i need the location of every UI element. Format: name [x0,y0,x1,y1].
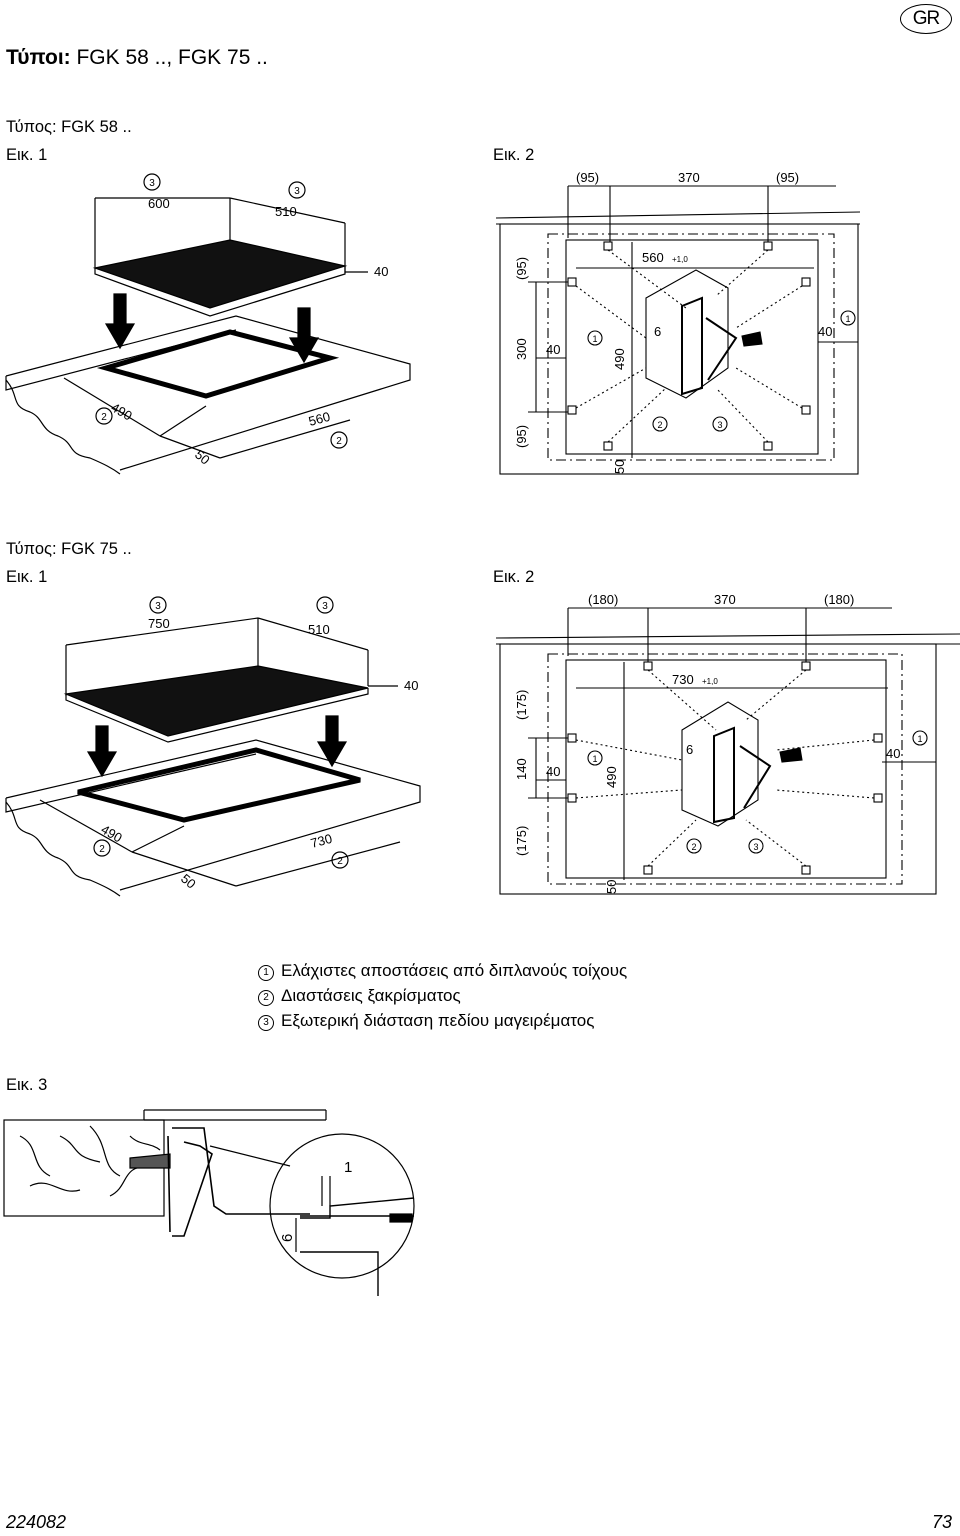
fig2-side-top: (175) [514,690,529,720]
fig1-height: 40 [374,264,388,279]
fig2-screw: 6 [654,324,661,339]
fig1-cutout-depth: 490 [109,400,135,424]
section1-fig1-drawing: 3 3 600 510 40 490 560 50 2 2 [5,173,411,475]
fig2-wall-left: 40 [546,764,560,779]
svg-text:2: 2 [691,842,696,852]
fig1-height: 40 [404,678,418,693]
svg-text:3: 3 [294,186,300,197]
fig2-side-bot: (175) [514,826,529,856]
fig2-tolerance: +1,0 [672,255,688,264]
svg-text:1: 1 [845,314,850,324]
fig2-depth: 490 [604,766,619,788]
fig1-depth: 510 [308,622,330,637]
fig2-side-top: (95) [514,257,529,280]
fig1-width: 600 [148,196,170,211]
doc-number: 224082 [6,1512,67,1532]
section1-fig2-drawing: (95) 370 (95) 560 +1,0 (95) 300 (95) 490… [496,170,861,475]
section1-heading: Τύπος: FGK 58 .. [6,118,132,136]
fig2-top-left: (95) [576,170,599,185]
section2-fig2-label: Εικ. 2 [493,568,535,586]
page-number: 73 [931,1512,952,1532]
svg-text:2: 2 [101,412,107,423]
svg-text:1: 1 [592,334,597,344]
legend-text: Ελάχιστες αποστάσεις από διπλανούς τοίχο… [281,961,628,980]
fig1-cutout-width: 560 [307,409,332,429]
section3-fig3-label: Εικ. 3 [6,1076,48,1094]
legend-text: Εξωτερική διάσταση πεδίου μαγειρέματος [281,1011,595,1030]
fig2-top-mid: 370 [714,592,736,607]
fig2-inner-width: 560 [642,250,664,265]
fig1-cutout-width: 730 [309,831,334,851]
svg-text:3: 3 [155,601,161,612]
legend-number: 1 [258,965,274,981]
legend-text: Διαστάσεις ξακρίσματος [281,986,461,1005]
section3-fig3-drawing: 1 6 [3,1109,415,1296]
legend: 1 Ελάχιστες αποστάσεις από διπλανούς τοίχ… [258,958,627,1033]
fig2-side-bot: (95) [514,425,529,448]
fig1-cutout-depth: 490 [99,822,125,846]
section2-heading: Τύπος: FGK 75 .. [6,540,132,558]
title-prefix: Τύποι: [6,46,71,69]
fig1-depth: 510 [275,204,297,219]
fig2-depth: 490 [612,348,627,370]
fig3-height: 6 [279,1234,296,1242]
legend-item: 1 Ελάχιστες αποστάσεις από διπλανούς τοίχ… [258,958,627,983]
svg-text:3: 3 [322,601,328,612]
svg-text:1: 1 [917,734,922,744]
fig2-inner-width: 730 [672,672,694,687]
fig2-wall-left: 40 [546,342,560,357]
fig2-wall-right: 40 [886,746,900,761]
fig2-top-mid: 370 [678,170,700,185]
page-title: Τύποι: FGK 58 .., FGK 75 .. [6,46,268,70]
svg-text:3: 3 [149,178,155,189]
legend-item: 3 Εξωτερική διάσταση πεδίου μαγειρέματος [258,1008,627,1033]
fig1-offset: 50 [178,871,199,892]
section2-fig2-drawing: (180) 370 (180) 730 +1,0 (175) 140 (175)… [496,592,960,895]
svg-text:3: 3 [717,420,722,430]
fig1-offset: 50 [192,447,213,468]
fig2-wall-right: 40 [818,324,832,339]
fig2-bottom: 50 [612,460,627,474]
fig3-gap: 1 [344,1159,352,1176]
svg-text:2: 2 [99,844,105,855]
fig2-top-right: (180) [824,592,854,607]
title-models: FGK 58 .., FGK 75 .. [76,46,268,69]
svg-text:3: 3 [753,842,758,852]
fig2-screw: 6 [686,742,693,757]
legend-number: 3 [258,1015,274,1031]
section2-fig1-label: Εικ. 1 [6,568,48,586]
svg-text:1: 1 [592,754,597,764]
section1-fig2-label: Εικ. 2 [493,146,535,164]
fig2-top-left: (180) [588,592,618,607]
fig2-bottom: 50 [604,880,619,894]
svg-text:2: 2 [336,436,342,447]
svg-text:2: 2 [657,420,662,430]
fig1-width: 750 [148,616,170,631]
fig2-side-mid: 300 [514,338,529,360]
fig2-side-mid: 140 [514,758,529,780]
fig2-top-right: (95) [776,170,799,185]
section1-fig1-label: Εικ. 1 [6,146,48,164]
section2-fig1-drawing: 3 3 750 510 40 490 730 50 2 2 [5,596,421,897]
country-badge: GR [900,4,952,34]
fig2-tolerance: +1,0 [702,677,718,686]
legend-number: 2 [258,990,274,1006]
legend-item: 2 Διαστάσεις ξακρίσματος [258,983,627,1008]
svg-text:2: 2 [337,856,343,867]
